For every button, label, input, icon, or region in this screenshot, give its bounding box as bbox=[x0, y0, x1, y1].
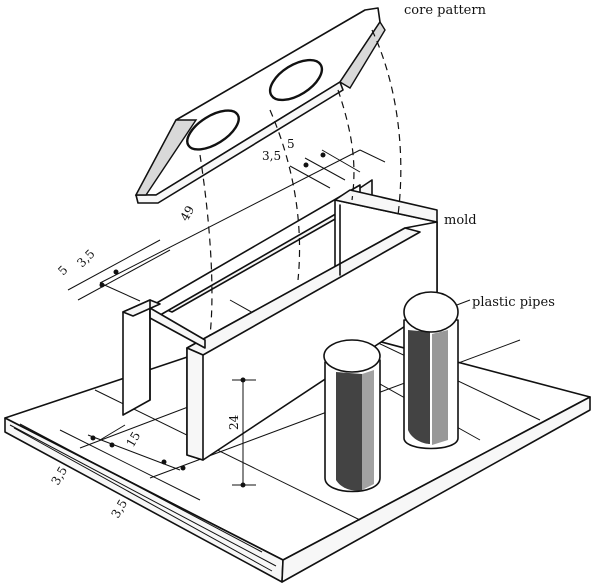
dimension-lines bbox=[59, 149, 386, 501]
drop-arcs bbox=[199, 29, 402, 336]
dim-base-mid: 15 bbox=[123, 429, 143, 449]
mold-label: mold bbox=[444, 213, 477, 228]
dim-left-a: 5 bbox=[55, 263, 70, 278]
core-hole-left bbox=[186, 109, 240, 151]
dim-left-b: 3,5 bbox=[74, 247, 97, 270]
dim-base-right: 3,5 bbox=[108, 497, 130, 521]
dim-top-b: 5 bbox=[287, 137, 295, 151]
core-pattern bbox=[134, 7, 386, 204]
dim-height: 24 bbox=[227, 414, 241, 430]
core-pattern-label: core pattern bbox=[404, 3, 487, 18]
plastic-pipes bbox=[323, 291, 459, 493]
mold bbox=[122, 179, 438, 461]
dim-base-left: 3,5 bbox=[48, 464, 70, 488]
core-hole-right bbox=[268, 58, 324, 102]
plastic-pipes-label: plastic pipes bbox=[472, 295, 555, 310]
dim-length: 49 bbox=[177, 203, 197, 223]
dim-top-a: 3,5 bbox=[262, 149, 281, 163]
